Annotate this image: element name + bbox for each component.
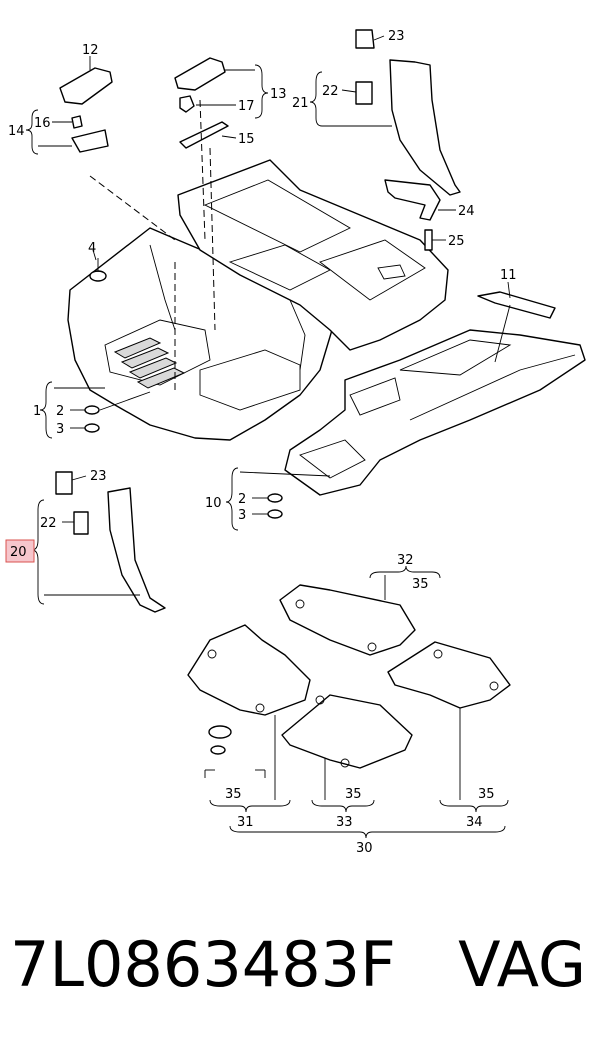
mat-fastener-35 [208, 725, 232, 755]
clips-set-1 [84, 405, 100, 433]
callout-25: 25 [448, 234, 465, 249]
center-tunnel-carpet [177, 159, 449, 351]
parts-diagram: 1 2 3 4 10 2 3 11 12 13 14 15 16 17 20 2… [5, 29, 586, 856]
callout-labels: 1 2 3 4 10 2 3 11 12 13 14 15 16 17 20 2… [8, 29, 517, 856]
callout-2b: 2 [238, 492, 246, 507]
pillar-trim-21 [355, 29, 461, 196]
callout-32: 32 [397, 553, 414, 568]
callout-35b: 35 [225, 787, 242, 802]
fastener-4 [89, 258, 107, 282]
floor-mat-33 [281, 694, 413, 769]
callout-31: 31 [237, 815, 254, 830]
part-number: 7L0863483F [10, 928, 396, 1001]
callout-35a: 35 [412, 577, 429, 592]
callout-10: 10 [205, 496, 222, 511]
footer: 7L0863483F VAG [0, 918, 600, 1028]
clip-17 [179, 95, 195, 113]
callout-17: 17 [238, 99, 255, 114]
floor-mat-34 [387, 641, 511, 709]
callout-15: 15 [238, 132, 255, 147]
callout-24: 24 [458, 204, 475, 219]
callout-1: 1 [33, 404, 41, 419]
callout-30: 30 [356, 841, 373, 856]
clips-set-10 [267, 493, 283, 519]
trim-panel-13 [174, 57, 226, 91]
callout-4: 4 [88, 241, 96, 256]
rear-floor-carpet [284, 329, 586, 496]
callout-35c: 35 [345, 787, 362, 802]
bracket-14 [71, 115, 109, 153]
assembly-lines [89, 99, 216, 390]
brand-label: VAG [458, 928, 586, 1001]
callout-23a: 23 [388, 29, 405, 44]
callout-35d: 35 [478, 787, 495, 802]
callout-2a: 2 [56, 404, 64, 419]
callout-34: 34 [466, 815, 483, 830]
trim-strip-11 [477, 291, 556, 319]
leader-lines [25, 35, 511, 839]
callout-3b: 3 [238, 508, 246, 523]
highlight-box-20 [5, 539, 35, 563]
callout-16: 16 [34, 116, 51, 131]
trim-panel-12 [59, 67, 113, 105]
callout-3a: 3 [56, 422, 64, 437]
callout-14: 14 [8, 124, 25, 139]
callout-22a: 22 [322, 84, 339, 99]
callout-11: 11 [500, 268, 517, 283]
callout-13: 13 [270, 87, 287, 102]
callout-12: 12 [82, 43, 99, 58]
callout-33: 33 [336, 815, 353, 830]
callout-21: 21 [292, 96, 309, 111]
floor-mat-31 [187, 624, 311, 716]
bracket-24 [384, 179, 441, 251]
callout-23b: 23 [90, 469, 107, 484]
floor-mat-32 [279, 584, 416, 656]
callout-22b: 22 [40, 516, 57, 531]
trim-strip-15 [179, 121, 229, 149]
pillar-trim-20 [55, 471, 166, 613]
callout-20: 20 [10, 545, 27, 560]
